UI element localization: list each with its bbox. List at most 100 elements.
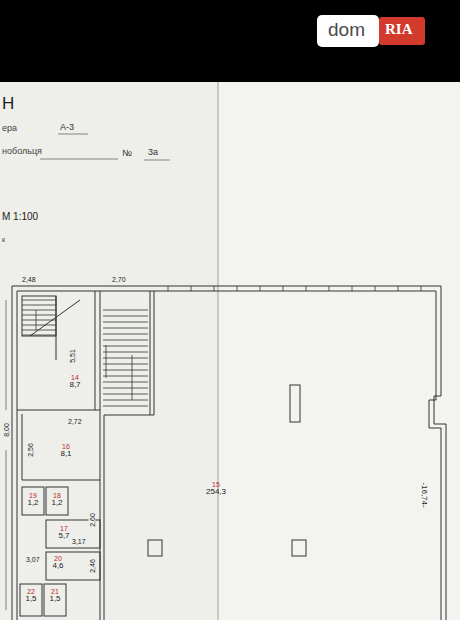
- logo-box: [317, 15, 379, 47]
- room-label: 168,1: [60, 443, 71, 459]
- stair-step: [103, 388, 148, 389]
- stair-step: [103, 358, 148, 359]
- underline: [58, 134, 88, 135]
- stair-step: [22, 310, 56, 311]
- room-number: 21: [49, 588, 60, 595]
- window-tick: [398, 286, 399, 291]
- dimension: 2,60: [89, 512, 96, 528]
- room-number: 18: [51, 492, 62, 499]
- stair-step: [22, 335, 56, 336]
- window-tick: [421, 286, 422, 291]
- dimension: 5,51: [69, 348, 76, 364]
- stair-step: [103, 400, 148, 401]
- room-area: 8,1: [60, 450, 71, 458]
- room-area: 1,5: [25, 595, 36, 603]
- room-label: 191,2: [27, 492, 38, 508]
- dimension: -16,74-: [420, 481, 428, 508]
- title-block-text: 3а: [148, 148, 158, 157]
- window-tick: [306, 286, 307, 291]
- room: 168,1: [22, 414, 100, 480]
- room-number: 15: [206, 481, 226, 488]
- black-bar: [0, 0, 460, 82]
- room-area: 1,2: [51, 499, 62, 507]
- room-label: 175,7: [58, 525, 69, 541]
- room-area: 8,7: [69, 381, 80, 389]
- stair-step: [22, 305, 56, 306]
- walls: [6, 286, 446, 620]
- room-area: 4,6: [52, 562, 63, 570]
- stair-step: [103, 316, 148, 317]
- dimension: 3,17: [72, 538, 86, 545]
- room-label: 211,5: [49, 588, 60, 604]
- logo-tag: [379, 17, 425, 45]
- room: 221,5: [20, 584, 42, 616]
- room-label: 221,5: [25, 588, 36, 604]
- window-tick: [214, 286, 215, 291]
- window-tick: [191, 286, 192, 291]
- dimension: 3,07: [26, 556, 40, 563]
- stair-step: [103, 394, 148, 395]
- stair-step: [103, 352, 148, 353]
- room-label: 181,2: [51, 492, 62, 508]
- room-number: 16: [60, 443, 71, 450]
- room-number: 22: [25, 588, 36, 595]
- window-tick: [237, 286, 238, 291]
- stair-step: [103, 346, 148, 347]
- room-number: 19: [27, 492, 38, 499]
- room-area: 5,7: [58, 532, 69, 540]
- stair-arrow: [106, 345, 107, 378]
- underline: [40, 159, 118, 160]
- title-block-text: Н: [2, 95, 14, 112]
- stair-step: [103, 406, 148, 407]
- stair-step: [103, 340, 148, 341]
- stair-step: [22, 315, 56, 316]
- title-block-text: №: [122, 149, 132, 158]
- title-block-text: к: [2, 236, 5, 243]
- stair-step: [103, 376, 148, 377]
- dimension: 2,70: [112, 276, 126, 283]
- room: 181,2: [46, 487, 68, 515]
- dimension: 2,46: [89, 558, 96, 574]
- title-block-text: ера: [2, 124, 17, 133]
- dimension: 8,00: [3, 422, 10, 438]
- watermark: dom: [328, 20, 365, 39]
- stair-step: [103, 382, 148, 383]
- title-block-text: А-3: [60, 123, 74, 132]
- room-label: 15254,3: [206, 481, 226, 497]
- left-page: [0, 82, 218, 620]
- room-label: 148,7: [69, 374, 80, 390]
- dimension: 2,48: [22, 276, 36, 283]
- room-area: 1,2: [27, 499, 38, 507]
- room-area: 1,5: [49, 595, 60, 603]
- window-tick: [375, 286, 376, 291]
- title-block-text: нобольця: [2, 147, 42, 156]
- watermark: RIA: [385, 22, 413, 37]
- stair-steps: [22, 286, 421, 406]
- room-area: 254,3: [206, 488, 226, 496]
- room-number: 17: [58, 525, 69, 532]
- window-tick: [168, 286, 169, 291]
- stair-step: [103, 364, 148, 365]
- room: 191,2: [22, 487, 44, 515]
- underline: [144, 160, 170, 161]
- room-number: 14: [69, 374, 80, 381]
- stair-step: [103, 328, 148, 329]
- stair-step: [103, 322, 148, 323]
- stair-step: [22, 330, 56, 331]
- stair-arrow: [132, 355, 133, 400]
- right-page: [218, 82, 460, 620]
- window-tick: [283, 286, 284, 291]
- stair-step: [22, 300, 56, 301]
- stair-step: [22, 325, 56, 326]
- room: 15254,3: [154, 291, 436, 620]
- room: 148,7: [56, 340, 95, 408]
- stair-step: [103, 334, 148, 335]
- window-tick: [352, 286, 353, 291]
- stair-step: [103, 370, 148, 371]
- room: 211,5: [44, 584, 66, 616]
- title-block-text: М 1:100: [2, 212, 38, 222]
- stair-step: [103, 310, 148, 311]
- window-tick: [329, 286, 330, 291]
- stair-step: [22, 320, 56, 321]
